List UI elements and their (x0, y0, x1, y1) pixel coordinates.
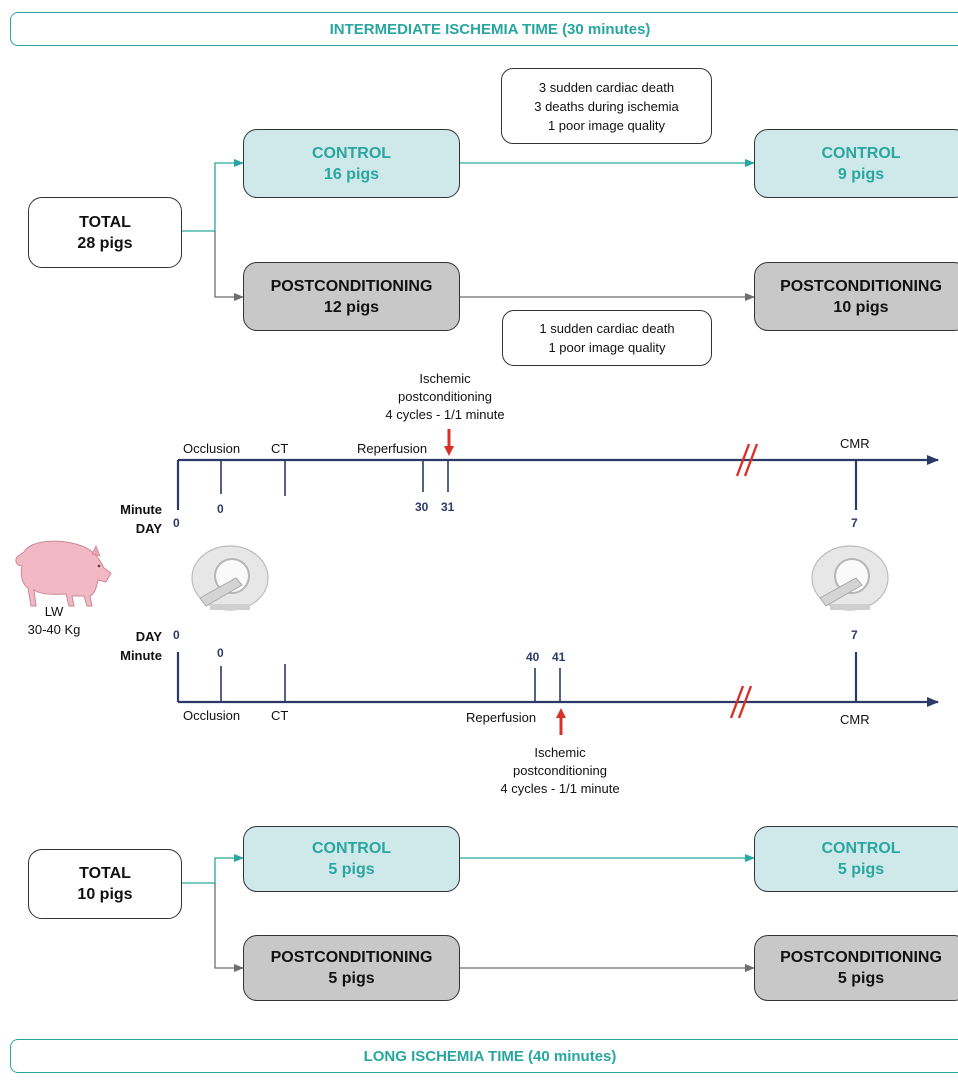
bottom-total-count: 10 pigs (77, 886, 133, 903)
bottom-total-box: TOTAL 10 pigs (28, 849, 182, 919)
note-line: 1 poor image quality (547, 117, 666, 133)
bottom-post-end-title: POSTCONDITIONING (780, 949, 942, 966)
bottom-postcond-arrow-icon (556, 708, 566, 735)
animal-label: LW 30-40 Kg (18, 603, 90, 639)
bottom-cmr-label: CMR (840, 712, 870, 727)
bottom-break-icon (729, 685, 753, 719)
bottom-reperfusion-label: Reperfusion (466, 710, 537, 725)
top-total-title: TOTAL (79, 213, 131, 231)
top-post-end-title: POSTCONDITIONING (780, 277, 942, 295)
bottom-post-end-count: 5 pigs (837, 970, 885, 987)
bottom-day7-tick: 7 (851, 628, 858, 642)
bottom-total-title: TOTAL (79, 865, 131, 882)
top-cmr-label: CMR (840, 436, 870, 451)
top-total-box: TOTAL 28 pigs (28, 197, 182, 268)
top-control-start-count: 16 pigs (323, 165, 380, 183)
bottom-minute41-tick: 41 (552, 650, 566, 664)
bottom-day0-tick: 0 (173, 628, 180, 642)
top-minute30-tick: 30 (415, 500, 429, 514)
animal-lw: LW (44, 604, 64, 619)
top-minute31-tick: 31 (441, 500, 455, 514)
side-label: Minute (120, 648, 162, 663)
top-side-labels: Minute DAY (100, 500, 162, 538)
bottom-minute40-tick: 40 (526, 650, 540, 664)
ct-scanner-icon (191, 545, 269, 611)
top-post-losses-note: 1 sudden cardiac death 1 poor image qual… (502, 310, 712, 366)
bottom-postcond-note: Ischemic postconditioning 4 cycles - 1/1… (470, 744, 650, 798)
top-total-count: 28 pigs (77, 234, 133, 252)
bottom-control-start-count: 5 pigs (328, 861, 375, 878)
note-line: 1 poor image quality (548, 340, 666, 355)
top-timeline (176, 455, 939, 510)
side-label: DAY (135, 629, 162, 644)
top-control-start-box: CONTROL 16 pigs (243, 129, 460, 198)
side-label: Minute (120, 502, 162, 517)
bottom-post-start-box: POSTCONDITIONING 5 pigs (243, 935, 460, 1001)
long-ischemia-banner: LONG ISCHEMIA TIME (40 minutes) (10, 1039, 958, 1073)
bottom-occlusion-label: Occlusion (183, 708, 241, 723)
note-line: 1 sudden cardiac death (539, 321, 675, 336)
bottom-minute0-tick: 0 (217, 646, 224, 660)
top-control-end-title: CONTROL (821, 144, 901, 162)
top-control-start-title: CONTROL (311, 144, 392, 162)
top-day0-tick: 0 (173, 516, 180, 530)
bottom-control-end-count: 5 pigs (837, 861, 885, 878)
animal-weight: 30-40 Kg (27, 622, 81, 637)
side-label: DAY (135, 521, 162, 536)
note-line: 3 deaths during ischemia (534, 98, 679, 114)
bottom-control-end-title: CONTROL (821, 840, 901, 857)
bottom-connectors (182, 854, 755, 972)
cmr-scanner-icon (811, 545, 889, 611)
top-post-start-box: POSTCONDITIONING 12 pigs (243, 262, 460, 331)
top-reperfusion-label: Reperfusion (357, 441, 428, 456)
top-post-end-count: 10 pigs (833, 298, 889, 316)
bottom-control-start-title: CONTROL (311, 840, 392, 857)
pig-icon (15, 540, 112, 607)
note-line: 3 sudden cardiac death (538, 79, 675, 95)
top-postcond-arrow-icon (444, 429, 454, 456)
note-line: 4 cycles - 1/1 minute (500, 781, 620, 796)
bottom-post-start-title: POSTCONDITIONING (270, 949, 433, 966)
top-control-end-count: 9 pigs (837, 165, 885, 183)
bottom-post-end-box: POSTCONDITIONING 5 pigs (754, 935, 958, 1001)
top-break-icon (735, 443, 759, 477)
top-control-end-box: CONTROL 9 pigs (754, 129, 958, 198)
top-post-start-count: 12 pigs (323, 298, 380, 316)
note-line: postconditioning (513, 763, 607, 778)
top-ct-label: CT (271, 441, 289, 456)
bottom-control-start-box: CONTROL 5 pigs (243, 826, 460, 892)
top-postcond-note: Ischemic postconditioning 4 cycles - 1/1… (355, 370, 535, 424)
note-line: Ischemic (419, 371, 471, 386)
top-post-end-box: POSTCONDITIONING 10 pigs (754, 262, 958, 331)
note-line: postconditioning (398, 389, 492, 404)
note-line: Ischemic (534, 745, 586, 760)
top-control-losses-note: 3 sudden cardiac death 3 deaths during i… (501, 68, 712, 144)
top-minute0-tick: 0 (217, 502, 224, 516)
bottom-post-start-count: 5 pigs (328, 970, 375, 987)
note-line: 4 cycles - 1/1 minute (385, 407, 505, 422)
top-occlusion-label: Occlusion (183, 441, 241, 456)
bottom-side-labels: DAY Minute (100, 627, 162, 665)
top-post-start-title: POSTCONDITIONING (270, 277, 433, 295)
top-day7-tick: 7 (851, 516, 858, 530)
top-connectors (182, 159, 755, 301)
bottom-control-end-box: CONTROL 5 pigs (754, 826, 958, 892)
bottom-ct-label: CT (271, 708, 289, 723)
bottom-timeline (176, 652, 939, 707)
intermediate-ischemia-banner: INTERMEDIATE ISCHEMIA TIME (30 minutes) (10, 12, 958, 46)
